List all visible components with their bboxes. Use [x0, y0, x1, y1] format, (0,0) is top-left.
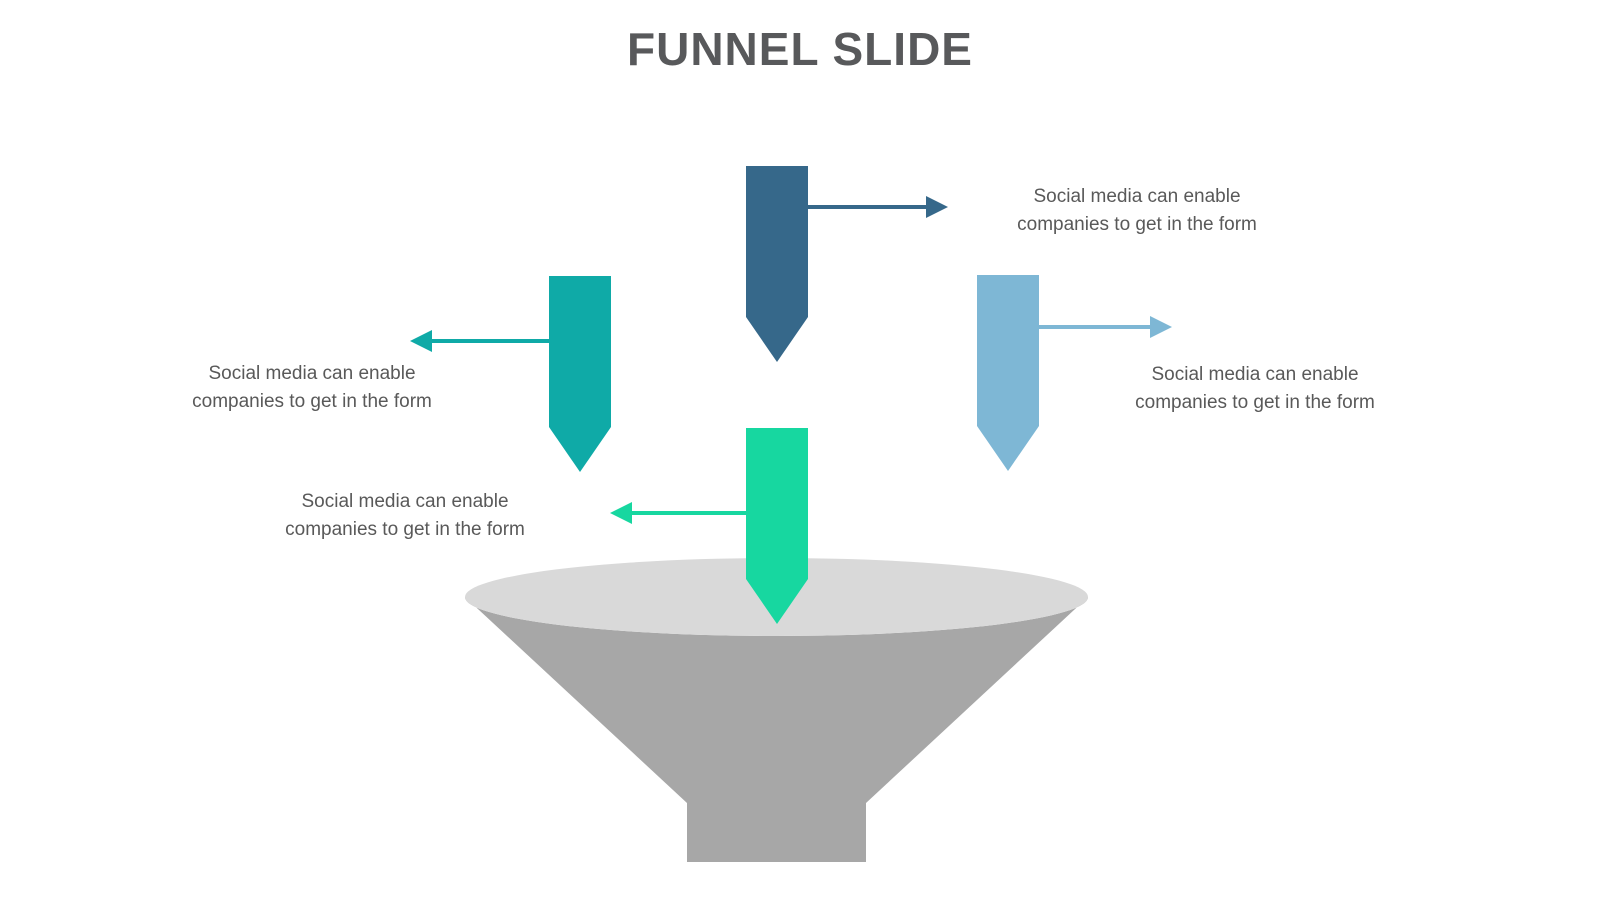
connector-left-arrowhead-icon [410, 330, 432, 352]
callout-line: Social media can enable [301, 491, 509, 512]
callout-line: companies to get in the form [285, 519, 525, 540]
down-arrow-bottom [746, 428, 808, 624]
callout-line: companies to get in the form [1135, 392, 1375, 413]
callout-text-right: Social media can enable companies to get… [1105, 361, 1405, 417]
down-arrow-right [977, 275, 1039, 471]
page-title: FUNNEL SLIDE [627, 23, 973, 75]
funnel-body [465, 597, 1088, 862]
callout-line: Social media can enable [1033, 186, 1241, 207]
callout-line: companies to get in the form [1017, 214, 1257, 235]
callout-line: Social media can enable [1151, 364, 1359, 385]
callout-text-bottom-left: Social media can enable companies to get… [255, 488, 555, 544]
callout-line: companies to get in the form [192, 391, 432, 412]
callout-text-left: Social media can enable companies to get… [162, 360, 462, 416]
connector-top-arrowhead-icon [926, 196, 948, 218]
connector-right-arrowhead-icon [1150, 316, 1172, 338]
callout-text-top-right: Social media can enable companies to get… [987, 183, 1287, 239]
down-arrow-top [746, 166, 808, 362]
connector-bottom-arrowhead-icon [610, 502, 632, 524]
down-arrow-left [549, 276, 611, 472]
callout-line: Social media can enable [208, 363, 416, 384]
